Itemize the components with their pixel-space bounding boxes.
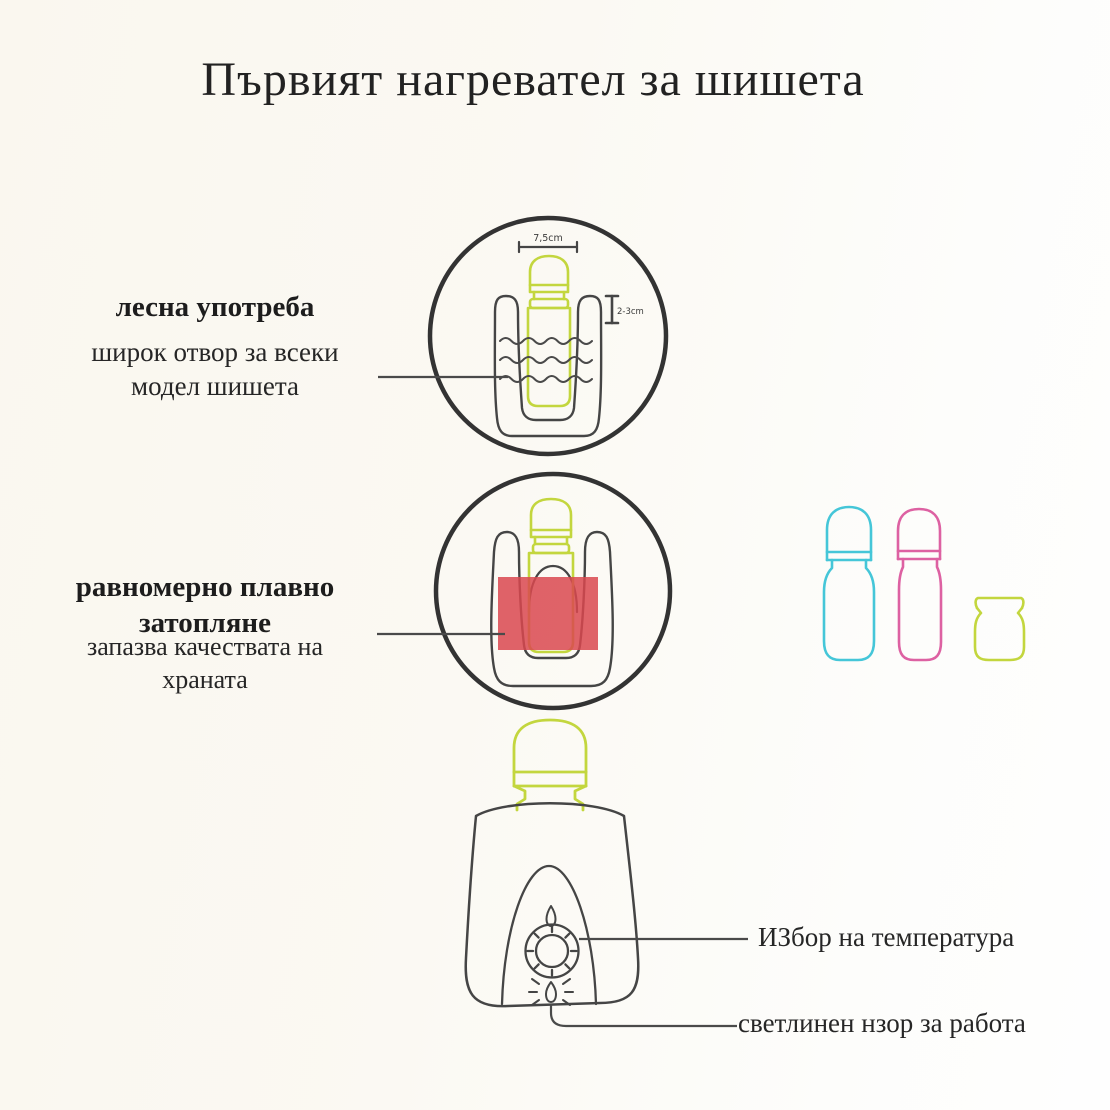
feature-heading-line: равномерно плавно (75, 571, 335, 603)
bottle-cap-icon (512, 718, 588, 812)
feature-easy-use-body: широк отвор за всеки модел шишета (40, 335, 390, 403)
feature-body-line: запазва качествата на (86, 632, 324, 661)
page-title: Първият нагревател за шишета (201, 53, 865, 106)
device-body-outline (464, 802, 640, 1008)
feature-even-heating-heading: равномерно плавно затопляне (30, 569, 380, 641)
warmer-device-diagram (464, 718, 640, 1008)
temperature-dial-icon (524, 923, 580, 979)
even-heating-circle-diagram (433, 471, 673, 711)
device-arch-icon (500, 864, 598, 1006)
feature-body-line: храната (162, 665, 248, 694)
feature-easy-use-heading: лесна употреба (50, 290, 380, 324)
circle-frame-2 (433, 471, 673, 711)
feature-even-heating-body: запазва качествата на храната (25, 630, 385, 696)
cyan-bottle-icon (822, 505, 876, 662)
width-measure-icon (517, 240, 579, 254)
warmer-outline-icon (493, 294, 603, 438)
feature-heading-line: затопляне (138, 607, 271, 639)
operation-light-label: светлинен нзор за работа (738, 1008, 1026, 1038)
width-measure-label: 7,5cm (533, 233, 563, 244)
circle-frame-1 (427, 215, 669, 457)
connector-light-label (549, 1004, 737, 1028)
feature-body-line: широк отвор за всеки (91, 337, 339, 367)
feature-body-line: модел шишета (131, 371, 299, 401)
depth-measure-icon (604, 294, 620, 325)
easy-use-circle-diagram: 7,5cm 2-3cm (427, 215, 669, 457)
dial-pointer-icon (545, 905, 557, 927)
bottle-icon (526, 254, 572, 408)
depth-measure-label: 2-3cm (617, 307, 644, 317)
heating-zone (498, 577, 598, 650)
pink-bottle-icon (896, 507, 943, 662)
temperature-dial-label: ИЗбор на температура (758, 922, 1015, 952)
jar-icon (973, 596, 1026, 662)
water-waves-icon (499, 337, 593, 383)
feature-heading-line: лесна употреба (115, 291, 315, 323)
light-indicator-icon (528, 978, 574, 1006)
